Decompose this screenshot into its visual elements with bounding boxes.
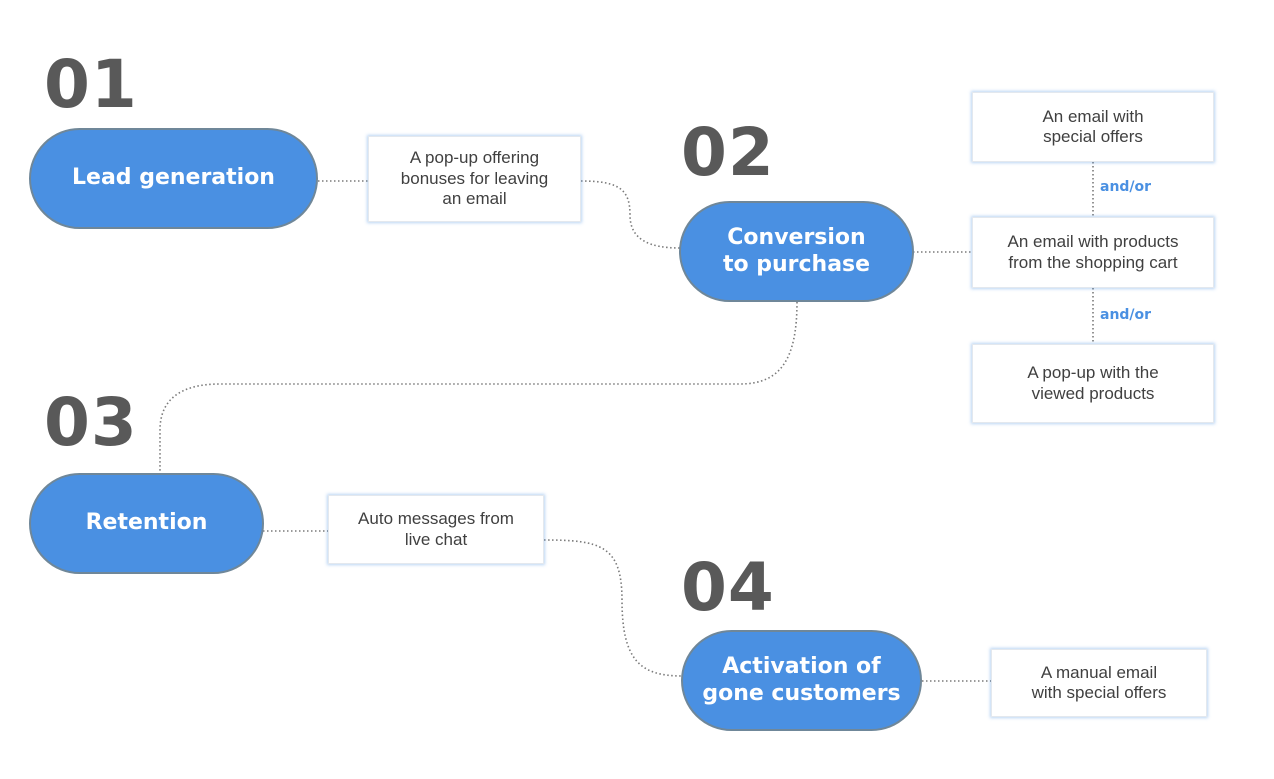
stage-retention: Retention: [29, 473, 264, 574]
connector-popup-to-conversion: [580, 180, 681, 249]
box-cart-email: An email with products from the shopping…: [972, 217, 1214, 288]
box-live-chat: Auto messages from live chat: [328, 495, 544, 564]
connector-chat-to-activation: [543, 539, 683, 677]
stage-activation-of-gone-customers: Activation of gone customers: [681, 630, 922, 731]
connector-conversion-to-retention: [159, 301, 798, 474]
stage-conversion-to-purchase: Conversion to purchase: [679, 201, 914, 302]
and-or-label: and/or: [1098, 307, 1154, 323]
stage-number-04: 04: [681, 549, 775, 626]
box-special-offers-email: An email with special offers: [972, 92, 1214, 162]
box-viewed-popup: A pop-up with the viewed products: [972, 344, 1214, 423]
stage-number-03: 03: [44, 384, 138, 461]
stage-number-02: 02: [681, 114, 775, 191]
box-manual-email: A manual email with special offers: [991, 649, 1207, 717]
and-or-label: and/or: [1098, 179, 1154, 195]
stage-lead-generation: Lead generation: [29, 128, 318, 229]
box-lead-popup: A pop-up offering bonuses for leaving an…: [368, 136, 581, 222]
stage-number-01: 01: [44, 46, 138, 123]
